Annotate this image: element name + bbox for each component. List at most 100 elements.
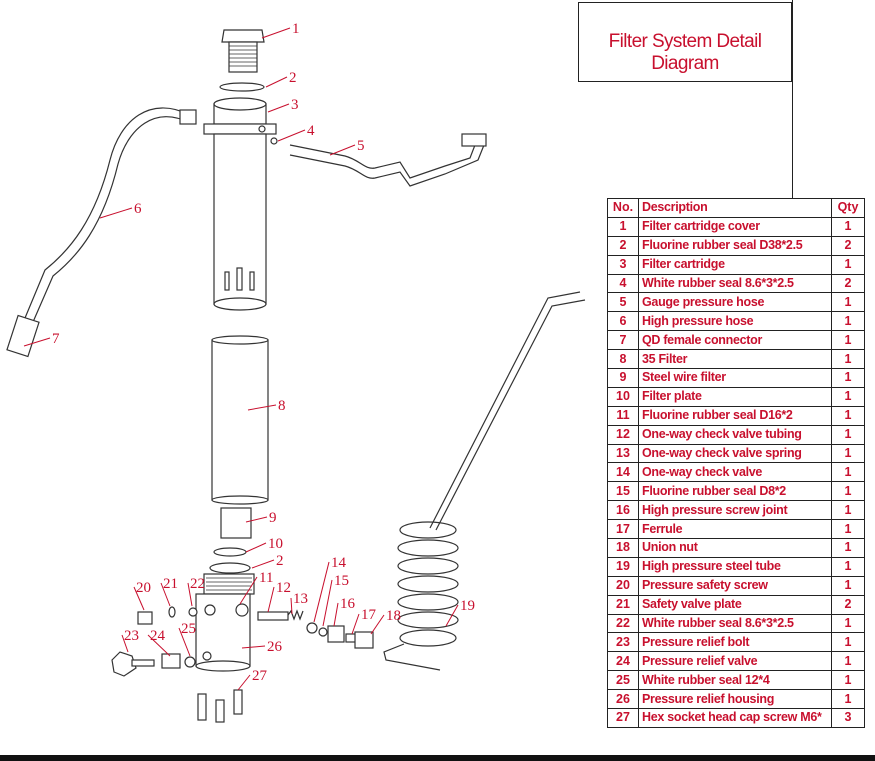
check-valve — [306, 622, 318, 634]
gauge-pressure-hose — [289, 133, 487, 187]
cell-qty: 1 — [831, 613, 865, 634]
filter-cartridge-cover — [221, 29, 265, 73]
callout-leader — [187, 582, 193, 607]
callout-leader — [251, 559, 275, 569]
callout-leader — [160, 582, 171, 607]
callout-label: 27 — [252, 668, 268, 684]
callout-label: 23 — [124, 628, 139, 644]
callout-leader — [133, 586, 145, 611]
header-qty: Qty — [831, 198, 865, 218]
cell-description: Union nut — [638, 538, 832, 558]
cell-qty: 1 — [831, 481, 865, 502]
cell-description: White rubber seal 12*4 — [638, 670, 832, 691]
white-seal-25 — [184, 656, 196, 668]
callout-label: 4 — [307, 123, 315, 139]
cell-qty: 1 — [831, 330, 865, 351]
pressure-safety-screw — [137, 611, 153, 625]
parts-drawing — [6, 29, 586, 723]
callout-leader — [261, 27, 291, 39]
cell-no: 6 — [607, 311, 639, 332]
pressure-relief-bolt — [111, 651, 155, 677]
callout-label: 8 — [278, 398, 286, 414]
seal-ring-bottom — [209, 562, 251, 574]
cell-qty: 1 — [831, 386, 865, 407]
diagram-title: Filter System Detail Diagram — [608, 31, 762, 74]
cell-qty: 1 — [831, 556, 865, 577]
callout-leader — [277, 129, 306, 142]
cell-no: 2 — [607, 235, 639, 256]
cell-qty: 1 — [831, 368, 865, 388]
callout-label: 20 — [136, 580, 151, 596]
cell-qty: 1 — [831, 405, 865, 426]
cell-no: 17 — [607, 519, 639, 540]
cell-description: Pressure relief bolt — [638, 632, 832, 653]
cell-no: 21 — [607, 594, 639, 615]
cell-description: Pressure relief valve — [638, 651, 832, 672]
cell-qty: 1 — [831, 632, 865, 653]
callout-leader — [313, 561, 330, 623]
cell-qty: 1 — [831, 462, 865, 483]
table-header-row: No. Description Qty — [607, 198, 865, 218]
cell-no: 24 — [607, 651, 639, 672]
callout-label: 10 — [268, 536, 283, 552]
callout-leader — [245, 542, 267, 553]
cell-no: 3 — [607, 254, 639, 275]
cell-qty: 1 — [831, 443, 865, 464]
cap-screws — [197, 689, 243, 723]
cell-description: Pressure safety screw — [638, 575, 832, 596]
screw-joint — [327, 625, 345, 643]
cell-description: One-way check valve — [638, 462, 832, 483]
header-description: Description — [638, 198, 832, 218]
high-pressure-steel-tube — [383, 291, 586, 671]
cell-description: Filter cartridge cover — [638, 216, 832, 237]
callout-label: 11 — [259, 570, 273, 586]
header-no: No. — [607, 198, 639, 218]
callout-leader — [241, 645, 266, 649]
cell-no: 14 — [607, 462, 639, 483]
cell-no: 11 — [607, 405, 639, 426]
callout-leader — [267, 103, 290, 113]
cell-qty: 1 — [831, 519, 865, 540]
callout-label: 24 — [150, 628, 166, 644]
check-valve-spring — [287, 609, 304, 621]
cell-description: QD female connector — [638, 330, 832, 351]
callout-leader — [239, 576, 258, 605]
cell-no: 1 — [607, 216, 639, 237]
cell-qty: 1 — [831, 216, 865, 237]
callout-leader — [23, 337, 51, 347]
callout-leader — [329, 144, 356, 156]
cell-no: 26 — [607, 689, 639, 710]
callout-label: 5 — [357, 138, 365, 154]
frame-line — [792, 0, 793, 200]
cell-no: 10 — [607, 386, 639, 407]
callout-leader — [351, 613, 360, 635]
callout-label: 26 — [267, 639, 283, 655]
filter-plate — [213, 547, 247, 557]
cell-description: Filter plate — [638, 386, 832, 407]
cell-qty: 2 — [831, 273, 865, 294]
cell-no: 20 — [607, 575, 639, 596]
callout-label: 3 — [291, 97, 299, 113]
cell-description: High pressure screw joint — [638, 500, 832, 521]
callout-leader — [267, 586, 275, 613]
callout-leader — [333, 602, 339, 627]
bottom-border — [0, 755, 875, 761]
cell-qty: 1 — [831, 424, 865, 445]
callout-label: 1 — [292, 21, 300, 37]
